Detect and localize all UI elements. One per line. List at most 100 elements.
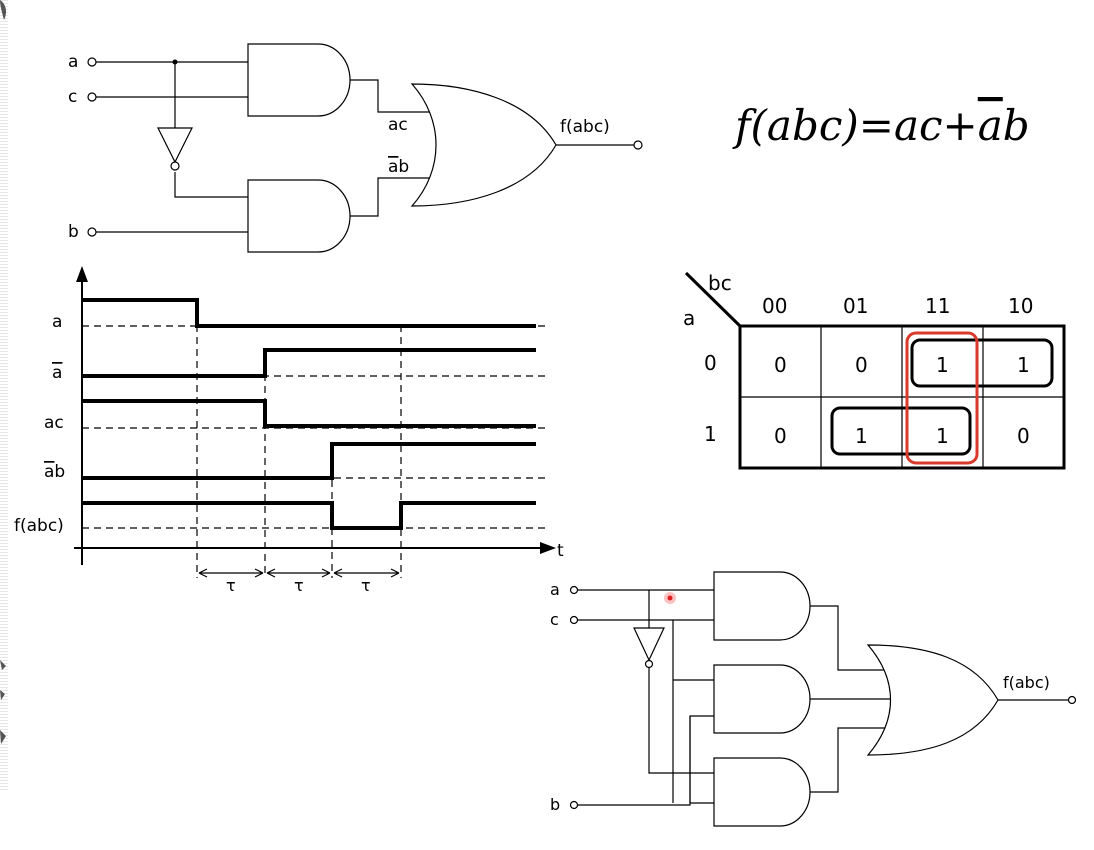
timing-label-a: a [52,312,62,332]
signal-f-trace [82,501,536,530]
top-input-a-label: a [68,52,78,72]
top-input-c-label: c [68,87,77,107]
kmap-corner-diagonal [684,271,742,328]
top-wire-ab [350,177,430,217]
signal-not-a-trace [82,348,536,378]
top-input-c-terminal [87,92,97,102]
kmap-cell-0-0: 0 [774,353,787,377]
timing-label-ab-rest: b [54,462,65,482]
timing-axis-t-label: t [557,541,564,561]
timing-label-f: f(abc) [14,516,64,536]
edge-artifact-bottom [0,660,6,744]
timing-diagram: t a a ac ab f(abc) [14,266,564,595]
bottom-or-gate [866,644,999,756]
bottom-output-terminal [1067,695,1077,705]
signal-ab-trace [82,442,536,480]
cursor-indicator [664,592,676,604]
bottom-wire-not-a [648,668,714,774]
delay-bracket-2 [266,568,331,578]
kmap-row-0: 0 [704,351,717,375]
top-and-gate-1 [247,43,351,117]
top-term-ac-label: ac [388,115,408,135]
top-circuit: a c b ac [68,43,643,253]
karnaugh-map: bc a 00 01 11 10 0 1 0 0 1 1 0 1 1 0 [683,271,1066,470]
top-wire-ac [350,79,430,113]
kmap-cell-0-1: 0 [855,353,868,377]
bottom-input-c-terminal [569,615,579,625]
kmap-cell-1-3: 0 [1017,424,1030,448]
top-wire-not-a [174,172,248,198]
boolean-formula: f(abc)=ac+ab [732,101,1030,150]
kmap-row-1: 1 [704,422,717,446]
bottom-and-gate-2 [713,664,811,734]
top-term-ab-bar: a [388,157,398,177]
formula-plus: + [943,101,978,150]
delay-label-1: τ [226,576,236,595]
top-input-b-terminal [87,227,97,237]
formula-lhs: f(abc) [732,101,859,150]
top-output-label: f(abc) [560,117,610,137]
signal-a-trace [82,298,536,328]
signal-ac-trace [82,399,536,428]
top-not-gate [157,127,193,164]
delay-label-2: τ [294,576,304,595]
kmap-cell-1-1: 1 [855,424,868,448]
bottom-circuit: a c b [550,571,1077,827]
top-and-gate-2 [247,179,351,253]
formula-term-1: ac [894,101,943,150]
delay-bracket-1 [198,568,264,578]
top-not-bubble [170,161,180,171]
timing-label-not-a: a [52,363,62,383]
top-junction-a [172,59,178,65]
kmap-col-01: 01 [843,294,868,318]
delay-bracket-3 [333,568,400,578]
timing-label-ab-bar: a [44,462,54,482]
edge-artifact-top [0,0,7,20]
kmap-col-var: bc [708,271,732,295]
bottom-input-a-terminal [569,585,579,595]
kmap-col-10: 10 [1008,294,1033,318]
bottom-not-gate [633,627,665,662]
bottom-and-gate-1 [713,571,811,641]
top-or-gate [410,83,557,207]
kmap-group-row-0 [910,338,1054,388]
left-edge-artifacts [0,0,7,744]
kmap-cell-1-0: 0 [774,424,787,448]
bottom-not-bubble [644,659,654,669]
kmap-grid-lines [740,326,1064,468]
formula-equals: = [859,101,894,150]
bottom-input-c-label: c [550,610,559,629]
bottom-wire-and1-or [810,605,890,671]
bottom-input-b-label: b [550,795,560,814]
formula-term-2-bar: a [978,101,1003,150]
bottom-and-gate-3 [713,757,811,827]
top-output-terminal [633,140,643,150]
bottom-output-label: f(abc) [1003,673,1050,692]
top-input-b-label: b [68,222,79,242]
kmap-group-row-1 [830,406,972,456]
kmap-row-var: a [683,306,695,330]
kmap-col-11: 11 [925,294,950,318]
top-term-ab-label: ab [388,157,409,177]
kmap-col-00: 00 [762,294,787,318]
top-input-a-terminal [87,57,97,67]
left-page-edge [0,0,8,790]
timing-label-ac: ac [44,413,64,433]
timing-y-arrow [76,266,88,282]
bottom-wire-c-branch [672,620,714,803]
bottom-wire-and3-or [810,727,890,793]
bottom-input-b-terminal [569,800,579,810]
top-term-ab-rest: b [398,157,409,177]
kmap-cell-1-2: 1 [936,424,949,448]
kmap-cell-0-2: 1 [936,353,949,377]
bottom-input-a-label: a [550,580,560,599]
timing-x-arrow [540,542,556,554]
delay-label-3: τ [361,576,371,595]
formula-term-2-rest: b [1003,101,1030,150]
kmap-cell-0-3: 1 [1017,353,1030,377]
bottom-wire-b [578,715,714,806]
timing-label-ab: ab [44,462,65,482]
kmap-group-column-11 [905,331,979,465]
